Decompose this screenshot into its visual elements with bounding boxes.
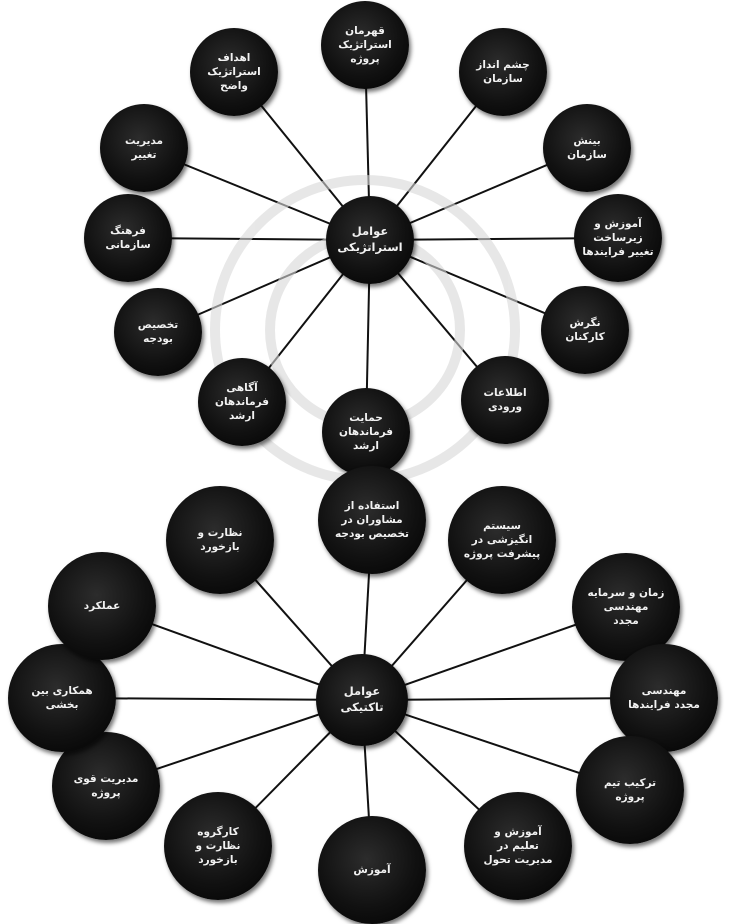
strategic-factor-node: چشم انداز سازمان xyxy=(459,28,547,116)
strategic-factor-node: تخصیص بودجه xyxy=(114,288,202,376)
strategic-factor-node: آگاهی فرماندهان ارشد xyxy=(198,358,286,446)
strategic-factor-node: حمایت فرماندهان ارشد xyxy=(322,388,410,476)
strategic-factor-node: نگرش کارکنان xyxy=(541,286,629,374)
tactical-factor-node: عملکرد xyxy=(48,552,156,660)
tactical-hub-node: عوامل تاکتیکی xyxy=(316,654,408,746)
tactical-factor-node: مهندسی مجدد فرایندها xyxy=(610,644,718,752)
tactical-factor-node: زمان و سرمایه مهندسی مجدد xyxy=(572,553,680,661)
strategic-factor-node: مدیریت تغییر xyxy=(100,104,188,192)
strategic-factor-node: اهداف استراتژیک واضح xyxy=(190,28,278,116)
tactical-factor-node: سیستم انگیزشی در پیشرفت پروژه xyxy=(448,486,556,594)
tactical-factor-node: آموزش و تعلیم در مدیریت تحول xyxy=(464,792,572,900)
strategic-factor-node: بینش سازمان xyxy=(543,104,631,192)
tactical-factor-node: آموزش xyxy=(318,816,426,924)
tactical-factor-node: استفاده از مشاوران در تخصیص بودجه xyxy=(318,466,426,574)
strategic-factor-node: آموزش و زیرساخت تغییر فرایندها xyxy=(574,194,662,282)
strategic-factor-node: اطلاعات ورودی xyxy=(461,356,549,444)
tactical-factor-node: کارگروه نظارت و بازخورد xyxy=(164,792,272,900)
tactical-factor-node: همکاری بین بخشی xyxy=(8,644,116,752)
tactical-factor-node: نظارت و بازخورد xyxy=(166,486,274,594)
strategic-factor-node: قهرمان استراتژیک پروژه xyxy=(321,1,409,89)
tactical-factor-node: ترکیب تیم پروژه xyxy=(576,736,684,844)
strategic-hub-node: عوامل استراتژیکی xyxy=(326,196,414,284)
strategic-factor-node: فرهنگ سازمانی xyxy=(84,194,172,282)
